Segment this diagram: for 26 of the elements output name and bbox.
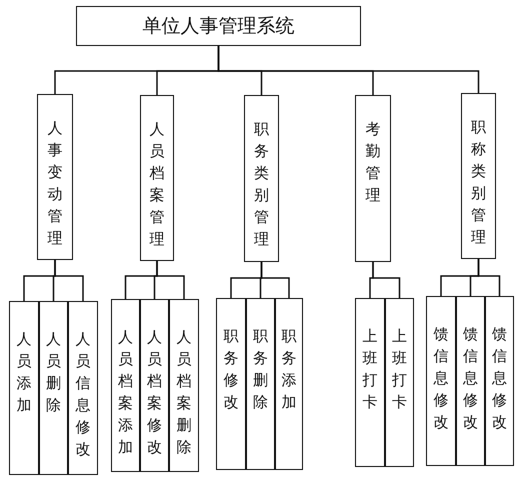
function-box: 人员档案修改 <box>140 299 169 472</box>
function-box: 人员删除 <box>39 301 68 475</box>
function-box: 馈信息修改 <box>485 296 514 466</box>
connector-line <box>478 259 500 296</box>
connector-line <box>372 262 400 298</box>
module-box: 人员档案管理 <box>140 95 174 261</box>
function-box: 上班打卡 <box>355 298 385 467</box>
function-box: 馈信息修改 <box>426 296 456 466</box>
connector-line <box>54 260 84 301</box>
function-box: 人员添加 <box>9 301 39 475</box>
function-box: 职务添加 <box>275 298 303 470</box>
function-box: 馈信息修改 <box>456 296 485 466</box>
connector-line <box>218 46 480 93</box>
connector-line <box>260 262 290 298</box>
connector-line <box>156 261 185 299</box>
system-title-box: 单位人事管理系统 <box>76 6 361 46</box>
function-box: 人员档案添加 <box>111 299 140 472</box>
module-box: 职称类别管理 <box>461 93 496 259</box>
function-box: 职务删除 <box>246 298 275 470</box>
function-box: 上班打卡 <box>385 298 414 467</box>
module-box: 职务类别管理 <box>244 95 279 262</box>
function-box: 职务修改 <box>216 298 246 470</box>
function-box: 人员信息修改 <box>68 301 98 475</box>
module-box: 人事变动管理 <box>37 94 73 260</box>
function-box: 人员档案删除 <box>169 299 199 472</box>
module-box: 考勤管理 <box>355 95 391 262</box>
